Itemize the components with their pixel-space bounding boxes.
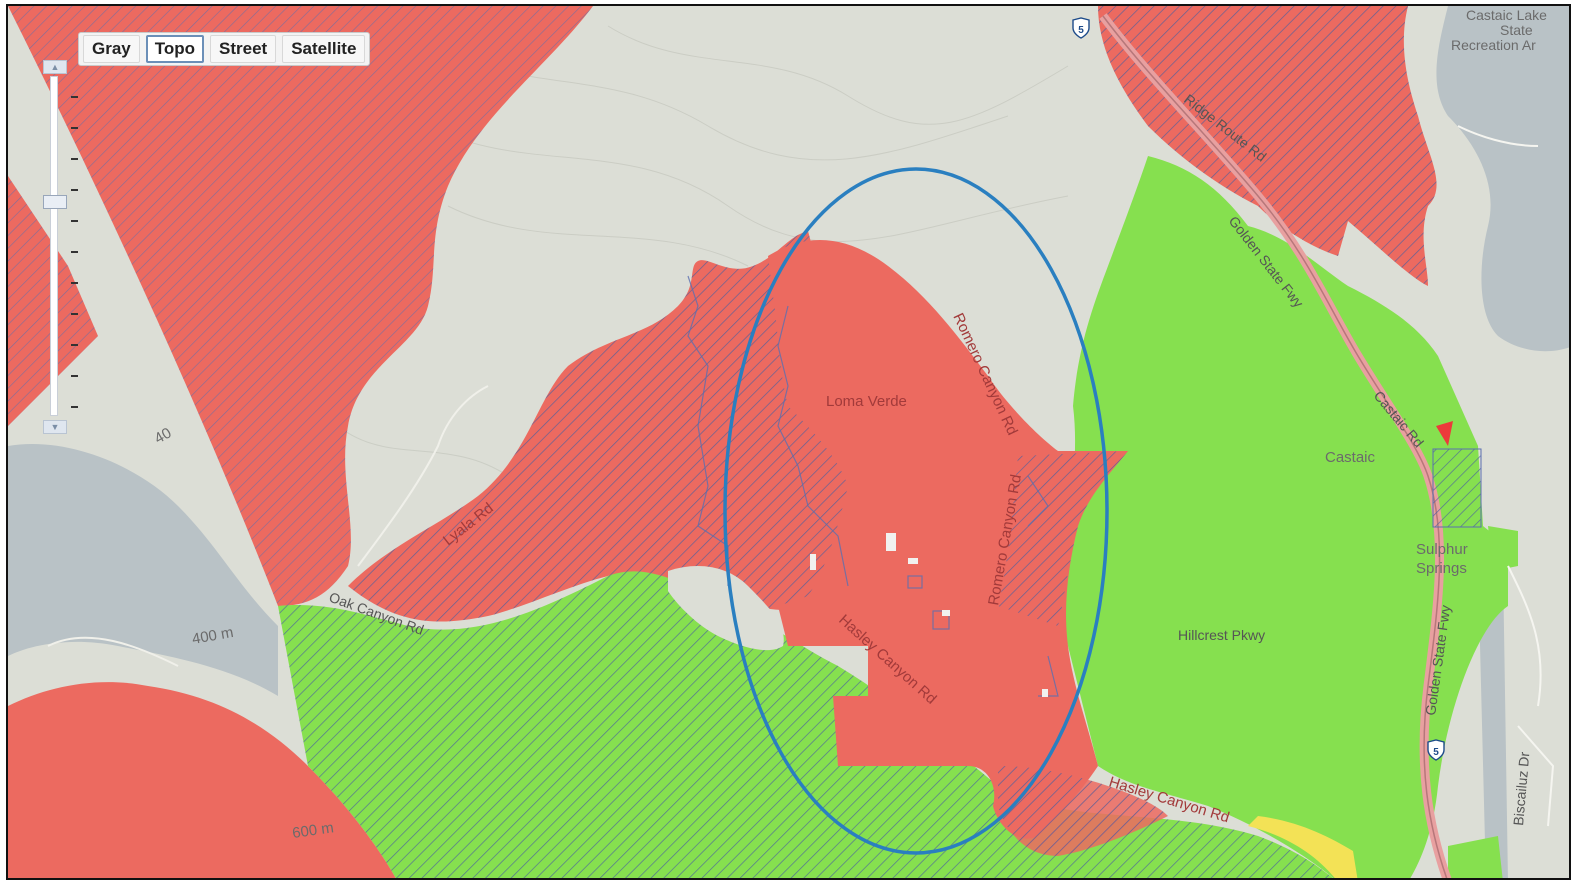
- highlight-ellipse: [723, 167, 1109, 855]
- zoom-tick: [71, 406, 78, 408]
- parcel-clearings: [810, 533, 1048, 697]
- water-left: [8, 444, 278, 696]
- safe-zone-green-east: [1062, 156, 1508, 878]
- zoom-tick: [71, 127, 78, 129]
- red-marker-castaic: [1436, 421, 1453, 446]
- basemap-topo-button[interactable]: Topo: [145, 35, 205, 63]
- local-roads-east: [1457, 125, 1555, 827]
- zoom-in-arrow-icon[interactable]: ▲: [43, 60, 67, 74]
- interstate-shield-bottom: 5: [1427, 739, 1445, 761]
- label-castaic: Castaic: [1325, 449, 1376, 466]
- label-castaic-lake-1: Castaic Lake: [1466, 7, 1547, 23]
- zoom-tick: [71, 282, 78, 284]
- zoom-tick: [71, 158, 78, 160]
- fire-zone-red-loma-verde: [768, 239, 1128, 839]
- zoom-slider[interactable]: ▲ ▼: [43, 60, 78, 436]
- zoom-handle[interactable]: [43, 194, 67, 209]
- label-elevation-600: 600 m: [291, 819, 335, 842]
- hatch-lyala: [348, 231, 858, 622]
- basemap-satellite-button[interactable]: Satellite: [282, 35, 366, 63]
- yellow-road: [1248, 816, 1358, 878]
- map-view[interactable]: 5 5 Loma Verde Romero Canyon Rd Romero C…: [6, 4, 1571, 880]
- parcel-outlines: [687, 275, 1059, 697]
- local-roads-west: [47, 385, 489, 667]
- zoom-tick: [71, 189, 78, 191]
- interstate-shield-top: 5: [1072, 17, 1090, 39]
- hatch-romero: [998, 451, 1128, 626]
- hatch-southeast-strip-over: [998, 766, 1168, 856]
- zoom-out-arrow-icon[interactable]: ▼: [43, 420, 67, 434]
- freeway-i5-edge: [1102, 15, 1448, 878]
- label-castaic-lake-3: Recreation Ar: [1451, 37, 1536, 53]
- fire-zone-red-southwest: [8, 682, 396, 878]
- label-loma-verde: Loma Verde: [826, 393, 907, 410]
- river-right: [1478, 566, 1508, 878]
- label-castaic-lake-2: State: [1500, 22, 1533, 38]
- basemap-street-button[interactable]: Street: [210, 35, 277, 63]
- map-canvas[interactable]: 5 5 Loma Verde Romero Canyon Rd Romero C…: [8, 6, 1571, 880]
- hatch-green-southwest: [278, 571, 1333, 878]
- label-elevation-400: 400 m: [191, 624, 235, 648]
- safe-zone-green-east-2: [1488, 526, 1518, 571]
- water-right: [1436, 6, 1569, 352]
- shield-number-bottom: 5: [1433, 747, 1439, 758]
- shield-number-top: 5: [1078, 25, 1084, 36]
- label-springs: Springs: [1416, 560, 1467, 577]
- terrain-island: [668, 566, 784, 651]
- zoom-tick: [71, 251, 78, 253]
- basemap-gray-button[interactable]: Gray: [83, 35, 140, 63]
- zoom-tick: [71, 313, 78, 315]
- zoom-tick: [71, 220, 78, 222]
- label-hillcrest-pkwy: Hillcrest Pkwy: [1178, 627, 1265, 643]
- basemap-switcher: Gray Topo Street Satellite: [78, 32, 371, 66]
- zoom-tick: [71, 344, 78, 346]
- hatch-northeast: [1098, 6, 1437, 286]
- zoom-tick: [71, 375, 78, 377]
- label-biscailuz-dr: Biscailuz Dr: [1510, 751, 1532, 826]
- safe-zone-green-south-right: [1448, 836, 1503, 878]
- label-sulphur: Sulphur: [1416, 541, 1468, 558]
- hatch-castaic-box: [1432, 448, 1482, 528]
- label-elevation-40: 40: [152, 424, 175, 447]
- zoom-tick: [71, 96, 78, 98]
- hatch-northwest: [8, 6, 593, 606]
- zoom-track[interactable]: [50, 76, 58, 416]
